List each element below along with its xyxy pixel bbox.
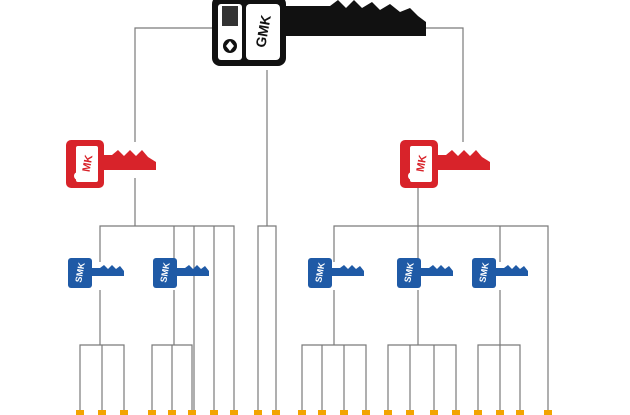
smk1-blade [90,265,124,276]
gmk-logo-mark [226,41,234,51]
gmk-blade [282,0,426,36]
sub-master-key-4: SMK [397,258,453,288]
smk3-head [308,258,332,288]
smk3-bus [301,344,367,410]
gmk-label: GMK [252,14,273,49]
lock-marker [384,410,392,415]
smk2-blade [175,265,209,276]
lock-marker [230,410,238,415]
gmk-center-bracket [257,225,277,410]
lock-marker [148,410,156,415]
lock-marker [362,410,370,415]
lock-marker [340,410,348,415]
sub-master-key-1: SMK [68,258,124,288]
sub-master-key-5: SMK [472,258,528,288]
right-mk-bus [333,225,549,410]
lock-marker [474,410,482,415]
smk5-blade [494,265,528,276]
grand-master-key: GMK [212,0,426,66]
mk-right-blade [434,150,490,170]
left-mk-bus [99,225,235,410]
lock-marker [430,410,438,415]
lock-marker [272,410,280,415]
smk5-head [472,258,496,288]
lock-marker [298,410,306,415]
mk-right-label-panel [410,146,432,182]
smk1-head [68,258,92,288]
mk-left-logo-icon [74,172,82,180]
smk5-bus [477,344,521,410]
gmk-label-panel [246,4,280,60]
mk-left-label: MK [81,154,96,173]
lock-marker [210,410,218,415]
smk2-head [153,258,177,288]
lock-marker [120,410,128,415]
smk2-label: SMK [158,261,171,283]
mk-left-label-panel [76,146,98,182]
lock-marker [188,410,196,415]
smk4-blade [419,265,453,276]
gmk-to-right-mk-line [418,27,464,142]
mk-right-logo-icon [408,172,416,180]
smk3-label: SMK [313,261,326,283]
mk-right-label: MK [415,154,430,173]
smk1-label: SMK [73,261,86,283]
lock-marker [98,410,106,415]
gmk-to-left-mk-line [134,27,215,142]
smk4-head [397,258,421,288]
sub-master-key-3: SMK [308,258,364,288]
lock-marker [406,410,414,415]
lock-marker [516,410,524,415]
lock-marker [452,410,460,415]
lock-marker [254,410,262,415]
lock-marker [168,410,176,415]
lock-marker [544,410,552,415]
smk5-label: SMK [477,261,490,283]
lock-marker [496,410,504,415]
mk-left-blade [100,150,156,170]
master-key-right: MK [400,140,490,188]
smk3-blade [330,265,364,276]
lock-marker [76,410,84,415]
lock-markers-row [76,410,552,415]
smk4-bus [387,344,457,410]
lock-marker [318,410,326,415]
master-key-left: MK [66,140,156,188]
sub-master-key-2: SMK [153,258,209,288]
gmk-head-window [222,6,238,26]
smk4-label: SMK [402,261,415,283]
connector-lines [79,27,549,410]
